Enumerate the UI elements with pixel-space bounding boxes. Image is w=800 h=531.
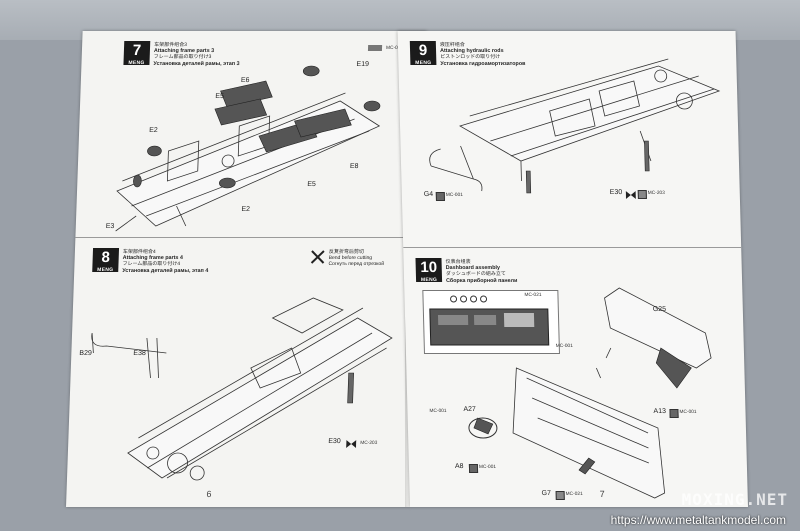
bend-cut-icon	[310, 250, 325, 264]
part-label: G7	[541, 490, 552, 497]
part-label: A27	[463, 406, 477, 413]
paint-code: MC-001	[679, 410, 697, 415]
part-label: E5	[215, 93, 225, 100]
paint-code: MC-001	[478, 465, 497, 470]
paint-swatch	[468, 464, 479, 473]
dashboard-illustration	[468, 287, 712, 499]
watermark: MOXING.NET	[681, 490, 788, 509]
page-number: 7	[599, 489, 605, 499]
paint-swatch	[435, 192, 445, 201]
bend-cut-icon	[625, 191, 636, 199]
footer-url: https://www.metaltankmodel.com	[610, 513, 786, 527]
paint-code: MC-021	[565, 492, 583, 497]
step-7: 7 MENG 车架部件组合3 Attaching frame parts 3 フ…	[75, 31, 426, 237]
step-10: 10 MENG 仪表台组装 Dashboard assembly ダッシュボード…	[403, 248, 748, 507]
part-label: E8	[349, 163, 359, 170]
part-label: E30	[609, 189, 623, 196]
bend-cut-icon	[346, 440, 357, 448]
part-label: E2	[241, 206, 251, 213]
paint-code: MC-001	[429, 409, 447, 414]
part-label: A13	[653, 408, 667, 415]
part-label: E6	[240, 77, 250, 84]
frame-illustration-step9	[429, 58, 721, 194]
dashboard-preview	[429, 295, 550, 346]
part-label: E5	[307, 181, 316, 188]
part-label: B29	[79, 350, 92, 357]
part-label: G4	[423, 191, 434, 198]
dashboard-preview-box	[422, 290, 560, 354]
part-label: E30	[328, 438, 341, 445]
manual-page-left: 7 MENG 车架部件组合3 Attaching frame parts 3 フ…	[66, 31, 427, 507]
step-8: 8 MENG 车架部件组合4 Attaching frame parts 4 フ…	[66, 238, 419, 507]
frame-illustration-step8	[91, 297, 393, 481]
manual-page-right: 9 MENG 液压杆组合 Attaching hydraulic rods ピス…	[397, 31, 748, 507]
page-number: 6	[206, 489, 212, 499]
step-9: 9 MENG 液压杆组合 Attaching hydraulic rods ピス…	[398, 31, 742, 247]
paint-code: MC-203	[647, 191, 665, 196]
paint-swatch	[555, 491, 565, 500]
part-label: G25	[652, 306, 667, 313]
frame-illustration-step7	[115, 65, 381, 232]
paint-code: MC-203	[360, 441, 378, 446]
part-label: E2	[149, 127, 158, 134]
part-label: E3	[105, 223, 115, 230]
part-label: E19	[356, 61, 370, 68]
paint-swatch	[637, 190, 647, 199]
part-label: A8	[454, 463, 464, 470]
paint-code: MC-001	[445, 193, 463, 198]
part-label: E38	[133, 350, 146, 357]
paint-swatch	[669, 409, 679, 418]
